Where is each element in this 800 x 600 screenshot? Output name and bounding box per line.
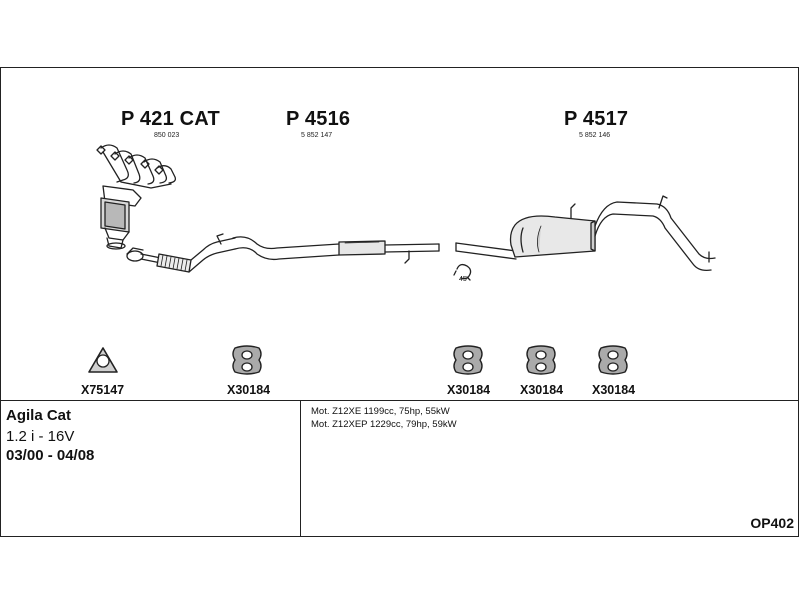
vehicle-years: 03/00 - 04/08 xyxy=(6,447,95,464)
rubber-hanger-icon xyxy=(598,345,628,375)
oem-number-center-pipe: 5 852 147 xyxy=(301,132,333,139)
clamp-size-label: 45 xyxy=(459,276,467,283)
vehicle-engine: 1.2 i - 16V xyxy=(6,428,75,445)
hardware-code: X30184 xyxy=(592,383,636,397)
hardware-code: X30184 xyxy=(227,383,271,397)
hardware-code: X30184 xyxy=(447,383,491,397)
rubber-hanger-icon xyxy=(453,345,483,375)
diagram-reference-code: OP402 xyxy=(750,515,794,531)
part-number-rear-silencer: P 4517 xyxy=(564,108,629,130)
gasket-icon xyxy=(88,347,118,373)
engine-spec-line: Mot. Z12XE 1199cc, 75hp, 55kW xyxy=(311,406,450,417)
part-number-center-pipe: P 4516 xyxy=(286,108,351,130)
rubber-hanger-icon xyxy=(232,345,262,375)
engine-spec-line: Mot. Z12XEP 1229cc, 79hp, 59kW xyxy=(311,419,457,430)
center-pipe-drawing xyxy=(232,236,440,264)
manifold-catalyst-drawing xyxy=(96,144,177,250)
exhaust-system-drawing xyxy=(88,144,716,375)
clamp-icon xyxy=(453,263,472,281)
rubber-hanger-icon xyxy=(526,345,556,375)
vehicle-model-box: Agila Cat 1.2 i - 16V 03/00 - 04/08 xyxy=(1,401,301,537)
vehicle-info-row: Agila Cat 1.2 i - 16V 03/00 - 04/08 Mot.… xyxy=(1,400,798,537)
hardware-code: X75147 xyxy=(81,383,125,397)
exhaust-diagram-sheet: P 421 CAT 850 023 P 4516 5 852 147 P 451… xyxy=(0,67,799,537)
hardware-code: X30184 xyxy=(520,383,564,397)
part-number-front-pipe: P 421 CAT xyxy=(121,108,220,130)
rear-silencer-drawing xyxy=(455,195,716,272)
oem-number-rear-silencer: 5 852 146 xyxy=(579,132,611,139)
vehicle-model-name: Agila Cat xyxy=(6,407,72,424)
oem-number-front-pipe: 850 023 xyxy=(154,132,180,139)
front-pipe-drawing xyxy=(126,233,236,273)
